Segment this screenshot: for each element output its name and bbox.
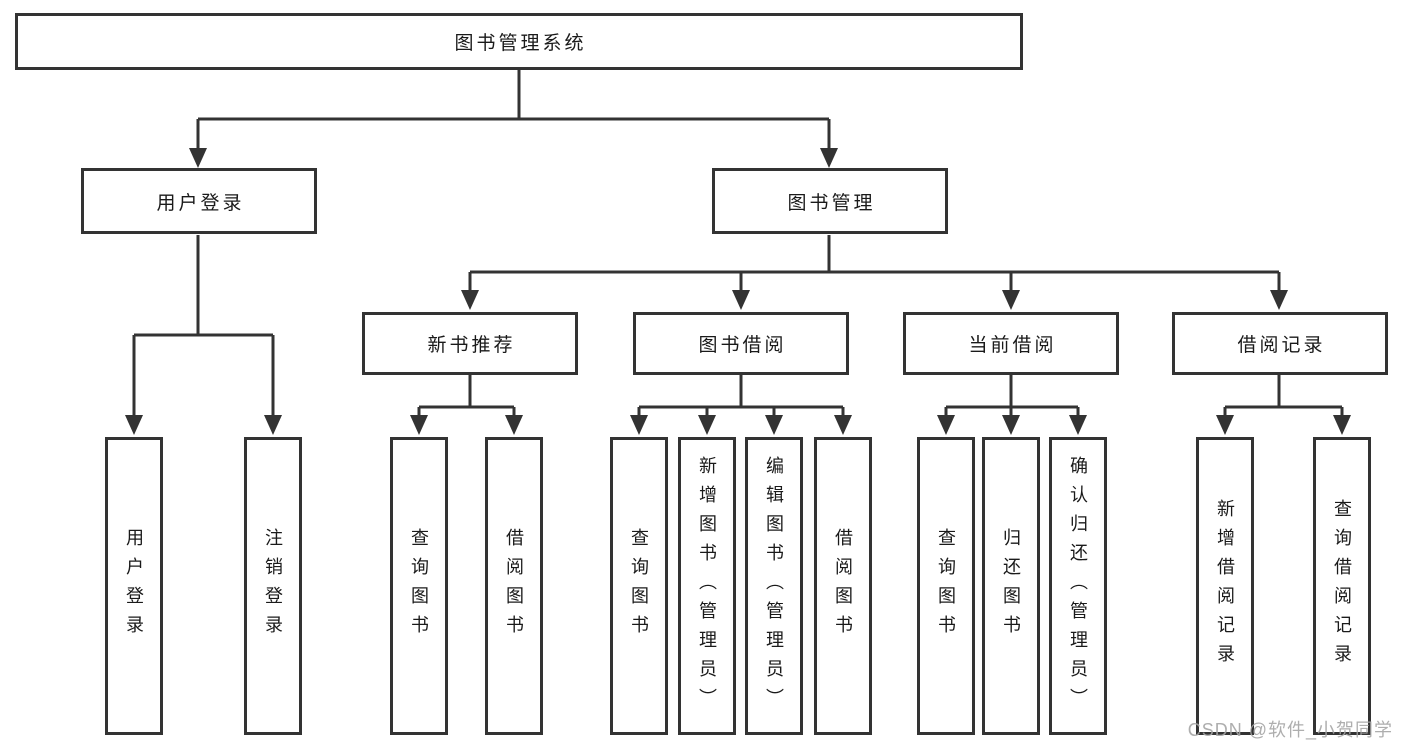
- connector-book-management-to-level3: [461, 235, 1288, 310]
- node-new-book-recommendation: 新书推荐: [362, 312, 578, 375]
- node-book-borrowing-label: 图书借阅: [698, 335, 787, 356]
- connector-current-borrowing-to-leaves: [937, 375, 1087, 435]
- node-book-management-label: 图书管理: [787, 192, 876, 214]
- node-book-borrowing: 图书借阅: [633, 312, 849, 375]
- leaf-return-books: 归还图书: [982, 437, 1040, 735]
- connector-user-login-to-leaves: [125, 235, 282, 435]
- leaf-return-books-label: 归还图书: [1001, 528, 1021, 644]
- leaf-add-books-admin: 新增图书（管理员）: [678, 437, 736, 735]
- leaf-user-login: 用户登录: [105, 437, 163, 735]
- leaf-query-books-recommend: 查询图书: [390, 437, 448, 735]
- node-user-login-label: 用户登录: [156, 192, 245, 214]
- leaf-query-books-current: 查询图书: [917, 437, 975, 735]
- leaf-add-borrow-record-label: 新增借阅记录: [1215, 499, 1235, 673]
- leaf-edit-books-admin: 编辑图书（管理员）: [745, 437, 803, 735]
- leaf-borrow-books-recommend: 借阅图书: [485, 437, 543, 735]
- leaf-query-borrow-record-label: 查询借阅记录: [1332, 499, 1352, 673]
- leaf-borrow-books: 借阅图书: [814, 437, 872, 735]
- node-borrowing-records: 借阅记录: [1172, 312, 1388, 375]
- watermark-text: CSDN @软件_小贺同学: [1187, 720, 1393, 740]
- connector-root-to-level2: [189, 70, 838, 168]
- leaf-query-books-borrow-label: 查询图书: [629, 528, 649, 644]
- leaf-query-books-borrow: 查询图书: [610, 437, 668, 735]
- leaf-add-books-admin-label: 新增图书（管理员）: [697, 455, 717, 717]
- leaf-confirm-return-admin: 确认归还（管理员）: [1049, 437, 1107, 735]
- leaf-confirm-return-admin-label: 确认归还（管理员）: [1068, 455, 1088, 717]
- connector-borrowing-records-to-leaves: [1216, 375, 1351, 435]
- leaf-logout-label: 注销登录: [263, 528, 283, 644]
- node-book-management: 图书管理: [712, 168, 948, 234]
- leaf-query-books-current-label: 查询图书: [936, 528, 956, 644]
- node-root-label: 图书管理系统: [454, 33, 587, 54]
- node-new-book-recommendation-label: 新书推荐: [427, 335, 516, 356]
- leaf-edit-books-admin-label: 编辑图书（管理员）: [764, 455, 784, 717]
- node-borrowing-records-label: 借阅记录: [1237, 335, 1326, 356]
- leaf-query-borrow-record: 查询借阅记录: [1313, 437, 1371, 735]
- leaf-borrow-books-recommend-label: 借阅图书: [504, 528, 524, 644]
- connector-new-book-to-leaves: [410, 375, 523, 435]
- leaf-logout: 注销登录: [244, 437, 302, 735]
- leaf-add-borrow-record: 新增借阅记录: [1196, 437, 1254, 735]
- node-current-borrowing: 当前借阅: [903, 312, 1119, 375]
- connector-book-borrowing-to-leaves: [630, 375, 852, 435]
- leaf-user-login-label: 用户登录: [124, 528, 144, 644]
- node-root: 图书管理系统: [15, 13, 1023, 70]
- node-user-login: 用户登录: [81, 168, 317, 234]
- node-current-borrowing-label: 当前借阅: [968, 335, 1057, 356]
- leaf-query-books-recommend-label: 查询图书: [409, 528, 429, 644]
- leaf-borrow-books-label: 借阅图书: [833, 528, 853, 644]
